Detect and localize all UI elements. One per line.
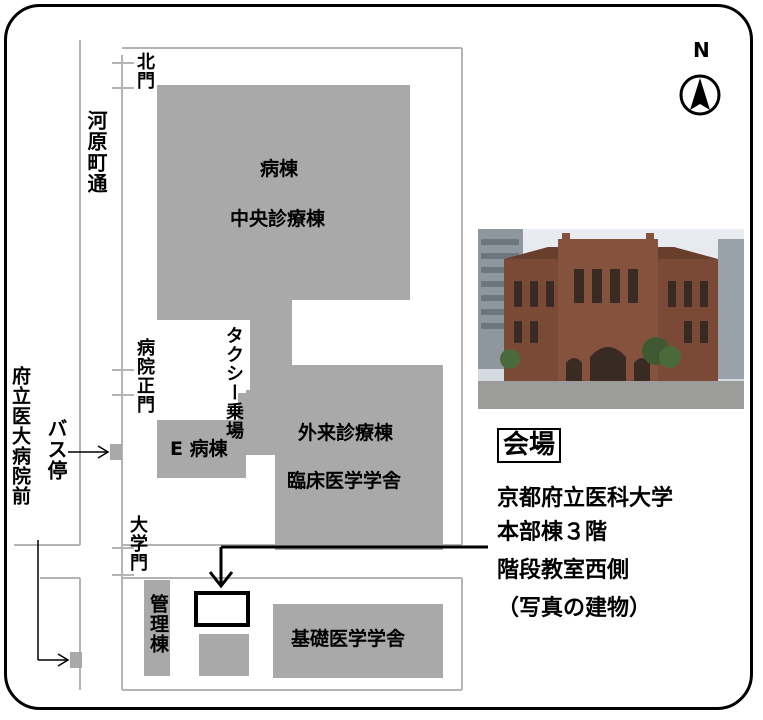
gate-hospital-main: 病院正門	[134, 338, 155, 414]
street-kawaramachi: 河原町通	[84, 110, 108, 194]
compass-label: N	[693, 38, 710, 62]
venue-line-1: 京都府立医科大学	[497, 486, 674, 511]
label-bus-stop: バス停	[44, 418, 68, 481]
building-basic	[273, 604, 443, 678]
label-central: 中央診療棟	[230, 208, 326, 230]
label-e-ward: E 病棟	[170, 438, 228, 460]
building-honbu-lower	[199, 634, 249, 676]
label-outpatient: 外来診療棟	[298, 422, 394, 444]
label-clinical: 臨床医学学舎	[287, 470, 402, 492]
label-ward: 病棟	[260, 158, 299, 180]
label-bus-stop-name: 府立医大病院前	[9, 366, 31, 506]
building-admin	[144, 580, 170, 676]
bus-stop-marker-bottom	[70, 652, 82, 668]
compass-icon	[679, 74, 721, 116]
venue-pointer	[208, 545, 488, 589]
venue-line-2: 本部棟３階	[497, 520, 608, 545]
map-frame	[4, 4, 753, 710]
venue-title: 会場	[497, 428, 562, 463]
building-e-ward	[157, 420, 246, 478]
bus-stop-marker-top	[110, 444, 122, 460]
label-basic: 基礎医学学舎	[291, 628, 406, 650]
venue-line-4: （写真の建物）	[497, 596, 652, 621]
gate-university: 大学門	[127, 515, 148, 572]
label-admin: 管理棟	[147, 594, 169, 654]
building-honbu-venue	[194, 591, 250, 627]
gate-north: 北門	[134, 52, 155, 90]
venue-line-3: 階段教室西側	[497, 558, 630, 583]
taxi-area	[194, 325, 246, 393]
venue-photo	[478, 229, 744, 409]
label-taxi: タクシー乗場	[223, 326, 244, 440]
